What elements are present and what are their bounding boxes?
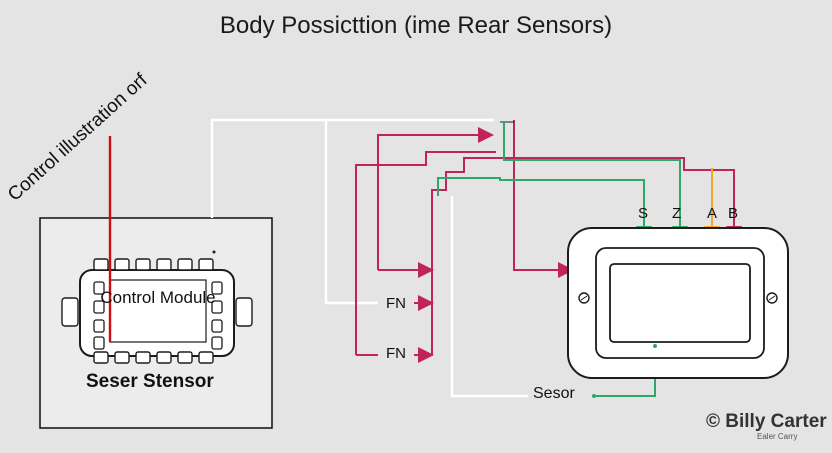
- white-wire-branch: [324, 120, 378, 305]
- credit-name: © Billy Carter: [706, 411, 827, 432]
- crimson-wire-b: [355, 151, 496, 355]
- chip-pins-bottom: [93, 351, 214, 364]
- white-wire-sensor: [450, 196, 528, 398]
- control-module: [61, 258, 253, 364]
- display-bottom-dot: [653, 344, 657, 348]
- crimson-wire-a: [377, 127, 494, 270]
- panel-dot: [212, 250, 216, 254]
- chip-side-tabs: [61, 297, 253, 327]
- green-wire-z: [503, 122, 688, 242]
- chip-pins-top: [93, 258, 214, 271]
- pin-label-a: A: [707, 205, 718, 222]
- crimson-wire-e: [513, 120, 574, 278]
- sensor-tag: Sesor: [533, 385, 575, 402]
- chip-pads-right: [211, 281, 223, 350]
- sensor-dot: [592, 394, 596, 398]
- credit-sub: Ealer Carry: [757, 432, 798, 441]
- port-label-fn-1: FN: [386, 295, 406, 312]
- display-unit: [567, 227, 789, 379]
- pin-label-b: B: [728, 205, 739, 222]
- pin-label-s: S: [638, 205, 649, 222]
- control-module-label: Control Module: [100, 288, 216, 307]
- pin-label-z: Z: [672, 205, 682, 222]
- chip-pads-left: [93, 281, 105, 350]
- port-label-fn-2: FN: [386, 345, 406, 362]
- green-wire-s: [437, 177, 652, 242]
- white-wire-top: [210, 118, 494, 218]
- sensor-caption: Seser Stensor: [86, 371, 214, 392]
- diagram-title: Body Possicttion (ime Rear Sensors): [219, 12, 613, 39]
